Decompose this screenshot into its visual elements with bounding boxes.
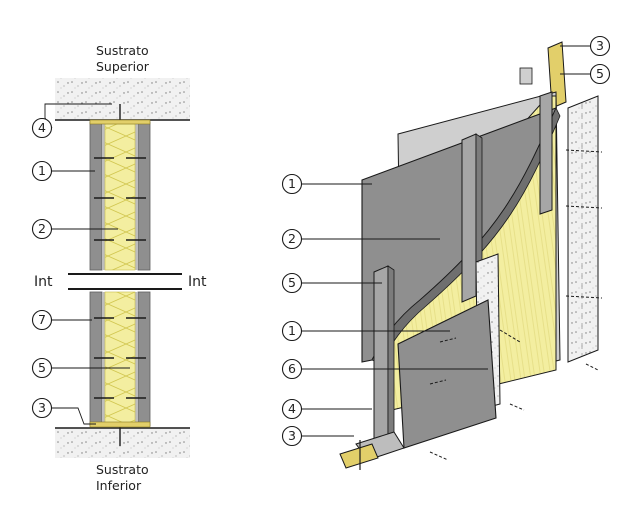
wall-section	[31, 78, 190, 458]
top-substrate-label-2: Superior	[96, 59, 149, 74]
iso-callout-top-3-text: 3	[596, 38, 604, 53]
section-callout-1	[31, 160, 53, 182]
wall-isometric	[281, 35, 611, 470]
top-substrate-slab	[55, 78, 190, 120]
iso-callout-1b	[281, 320, 303, 342]
section-callout-2-text: 2	[38, 221, 46, 236]
insulation-core-upper	[104, 123, 136, 271]
iso-callout-top-5-text: 5	[596, 66, 604, 81]
iso-callout-4-text: 4	[288, 401, 296, 416]
bottom-substrate-slab	[55, 428, 190, 458]
iso-callout-1b-text: 1	[288, 323, 296, 338]
iso-callout-6-text: 6	[288, 361, 296, 376]
iso-callout-1a	[281, 173, 303, 195]
board-right-lower	[137, 291, 151, 427]
bottom-substrate-label-1: Sustrato	[96, 462, 149, 477]
section-callout-7	[31, 309, 53, 331]
board-left-lower	[89, 291, 103, 427]
section-callout-5	[31, 357, 53, 379]
iso-callout-2-text: 2	[288, 231, 296, 246]
bottom-substrate-label-2: Inferior	[96, 478, 142, 493]
top-substrate-label-1: Sustrato	[96, 43, 149, 58]
section-callout-3-text: 3	[38, 400, 46, 415]
iso-callout-6	[281, 358, 303, 380]
iso-callout-3	[281, 425, 303, 447]
iso-callout-3-text: 3	[288, 428, 296, 443]
section-callout-5-text: 5	[38, 360, 46, 375]
iso-callout-5	[281, 272, 303, 294]
front-board-lower	[397, 299, 497, 449]
section-callout-1-text: 1	[38, 163, 46, 178]
iso-callout-top-5	[589, 63, 611, 85]
iso-callout-4	[281, 398, 303, 420]
section-callout-2	[31, 218, 53, 240]
board-right-upper	[137, 121, 151, 271]
iso-callout-top-3	[589, 35, 611, 57]
iso-callout-5-text: 5	[288, 275, 296, 290]
bottom-track-strip	[339, 443, 379, 469]
section-callout-4-text: 4	[38, 120, 46, 135]
section-callout-3	[31, 397, 53, 419]
int-right-label: Int	[188, 274, 207, 290]
iso-callout-1a-text: 1	[288, 176, 296, 191]
int-left-label: Int	[34, 274, 53, 290]
section-callout-7-text: 7	[38, 312, 46, 327]
back-concrete-wall	[567, 95, 599, 363]
section-callout-4	[31, 117, 53, 139]
iso-callout-2	[281, 228, 303, 250]
board-left-upper	[89, 121, 103, 271]
